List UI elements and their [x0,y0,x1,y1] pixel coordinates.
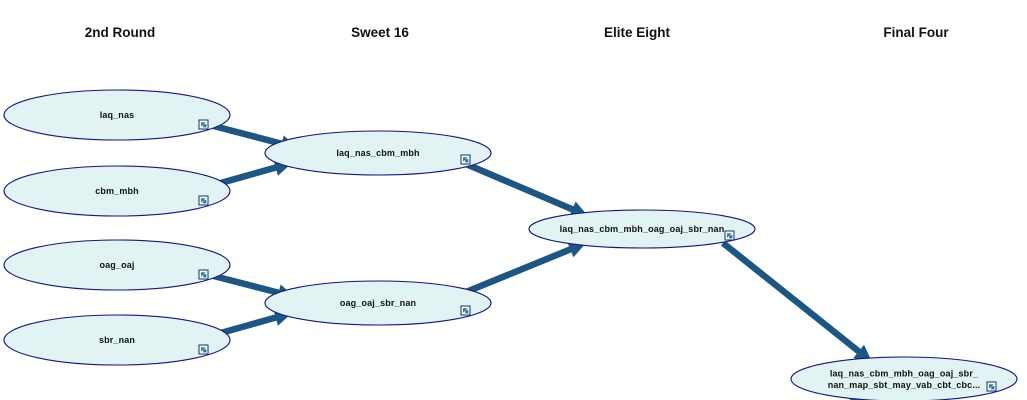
handle-glyph [989,384,994,389]
node-annotation-handle-icon[interactable] [198,344,209,355]
node-shape[interactable] [528,209,756,249]
node-label: laq_nas [100,110,135,120]
node-annotation-handle-icon[interactable] [198,269,209,280]
node-shape[interactable] [3,314,231,366]
edge-laq_nas_cbm_mbh_oag_oaj_sbr_nan-to-laq_nas_cbm_mbh_oag_oaj_sbr_nan_map_sbt_may_vab_cbt_cbc[interactable] [720,240,872,362]
node-shape[interactable] [3,89,231,141]
node-annotation-handle-icon[interactable] [460,305,471,316]
handle-glyph-secondary [465,159,469,163]
node-cbm_mbh[interactable]: cbm_mbh [3,165,231,217]
node-label: oag_oaj [99,260,134,270]
node-label: oag_oaj_sbr_nan [340,298,416,308]
node-label: laq_nas_cbm_mbh_oag_oaj_sbr_nan [560,224,725,234]
handle-glyph-secondary [203,274,207,278]
round-header-2nd-round: 2nd Round [85,25,156,40]
node-laq_nas[interactable]: laq_nas [3,89,231,141]
handle-glyph-secondary [991,386,995,390]
node-oag_oaj_sbr_nan[interactable]: oag_oaj_sbr_nan [264,280,492,326]
node-annotation-handle-icon[interactable] [198,195,209,206]
edge-laq_nas_cbm_mbh-to-laq_nas_cbm_mbh_oag_oaj_sbr_nan[interactable] [464,161,588,218]
edge-line [720,240,863,356]
edge-oag_oaj_sbr_nan-to-laq_nas_cbm_mbh_oag_oaj_sbr_nan[interactable] [464,241,586,296]
node-oag_oaj[interactable]: oag_oaj [3,239,231,291]
node-label: cbm_mbh [95,186,139,196]
round-header-elite-eight: Elite Eight [604,25,671,40]
handle-glyph-secondary [203,349,207,353]
node-label: laq_nas_cbm_mbh_oag_oaj_sbr_nan_map_sbt_… [828,368,981,390]
handle-glyph-secondary [203,200,207,204]
node-sbr_nan[interactable]: sbr_nan [3,314,231,366]
node-shape[interactable] [264,130,492,176]
node-laq_nas_cbm_mbh_oag_oaj_sbr_nan_map_sbt_may_vab_cbt_cbc[interactable]: laq_nas_cbm_mbh_oag_oaj_sbr_nan_map_sbt_… [790,356,1018,400]
round-header-sweet-16: Sweet 16 [351,25,409,40]
node-annotation-handle-icon[interactable] [460,154,471,165]
node-laq_nas_cbm_mbh_oag_oaj_sbr_nan[interactable]: laq_nas_cbm_mbh_oag_oaj_sbr_nan [528,209,756,249]
handle-glyph-secondary [729,235,733,239]
node-annotation-handle-icon[interactable] [986,381,997,392]
node-shape[interactable] [790,356,1018,400]
node-shape[interactable] [3,165,231,217]
node-label: laq_nas_cbm_mbh [336,148,419,158]
edge-line [464,245,574,296]
handle-glyph [727,233,732,238]
handle-glyph-secondary [203,124,207,128]
node-shape[interactable] [264,280,492,326]
edge-line [205,120,285,148]
node-shape[interactable] [3,239,231,291]
handle-glyph-secondary [465,310,469,314]
node-annotation-handle-icon[interactable] [724,230,735,241]
round-header-final-four: Final Four [883,25,949,40]
node-laq_nas_cbm_mbh[interactable]: laq_nas_cbm_mbh [264,130,492,176]
edge-line [205,270,282,297]
edge-line [464,161,576,214]
node-label: sbr_nan [99,335,135,345]
node-annotation-handle-icon[interactable] [198,119,209,130]
